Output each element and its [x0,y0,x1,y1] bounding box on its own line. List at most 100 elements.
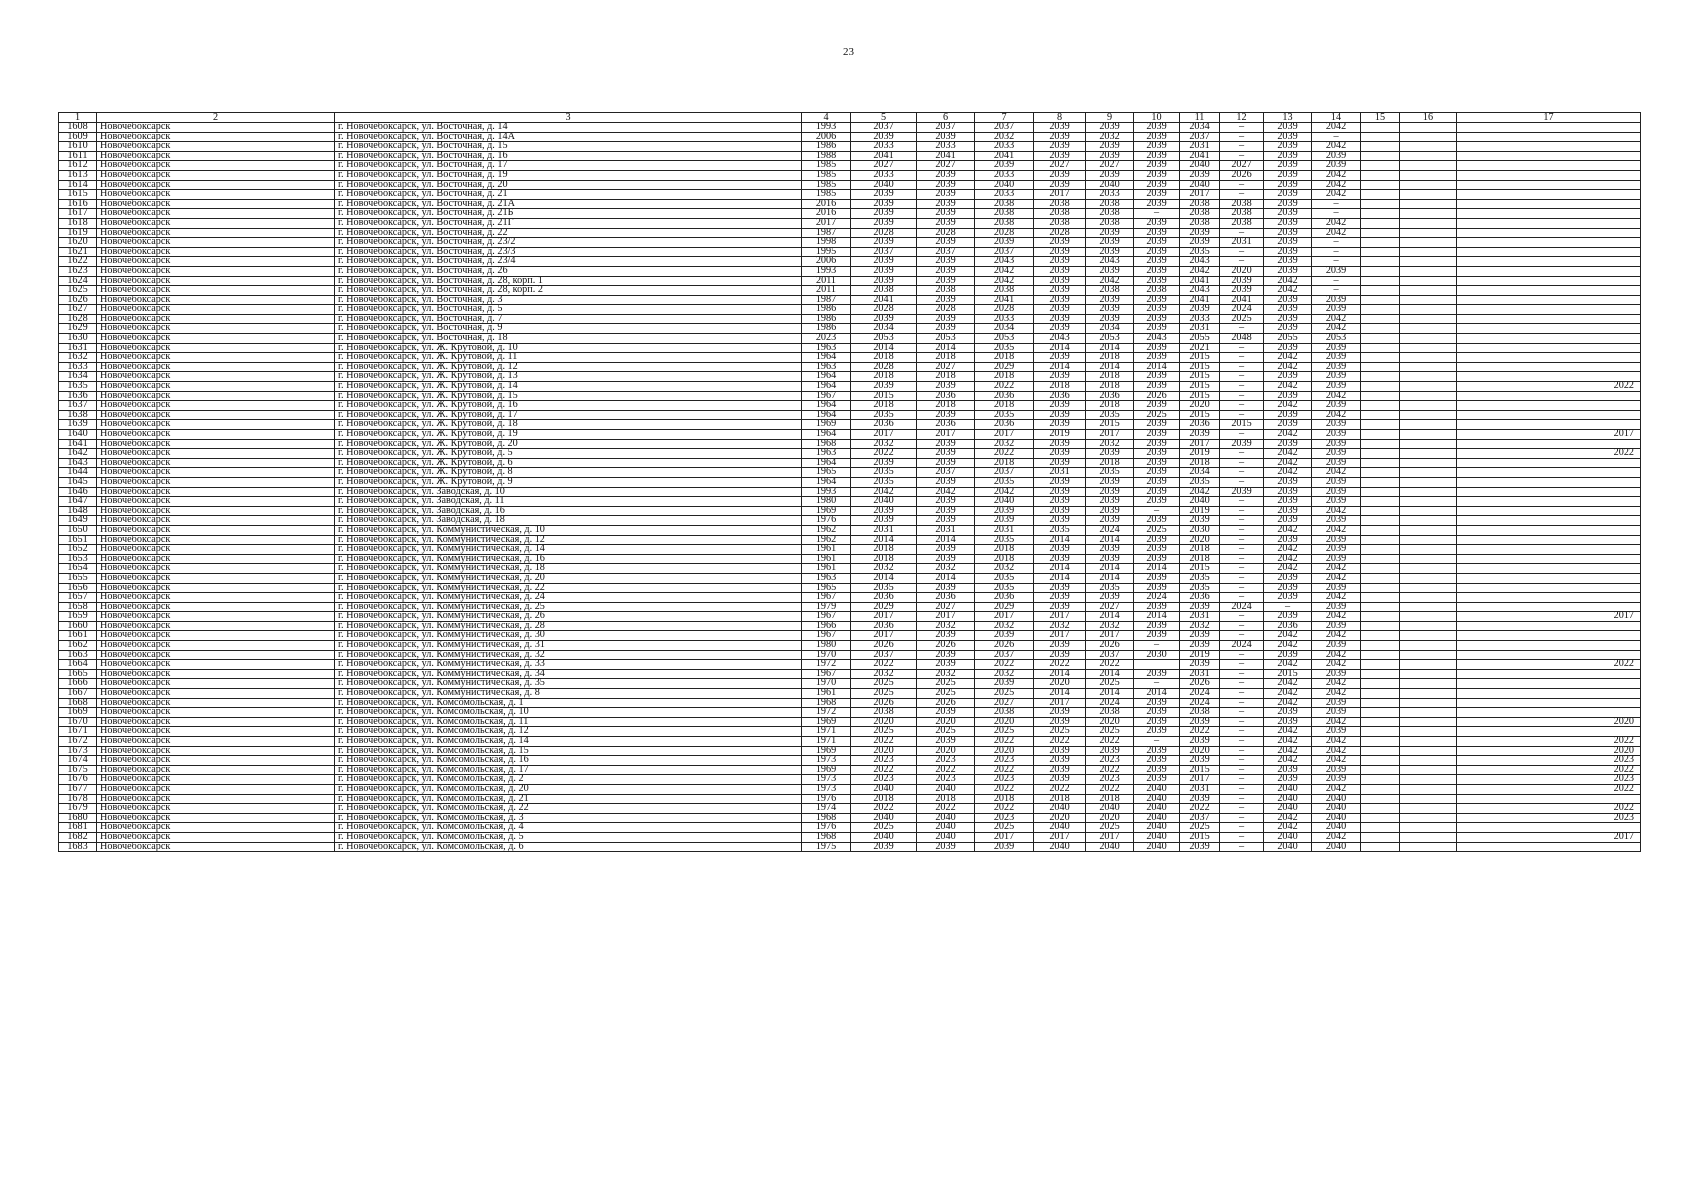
cell-year-built: 1986 [801,313,851,325]
cell-sewerage: 2039 [1133,745,1180,757]
cell-electricity: 2035 [1179,582,1220,594]
column-header-5: 5 [850,112,917,123]
cell-city: Новочебоксарск [96,812,335,824]
cell-address: г. Новочебоксарск, ул. Восточная, д. 9 [334,323,802,335]
cell-city: Новочебоксарск [96,726,335,737]
cell-city: Новочебоксарск [96,457,335,469]
cell-heating: 2014 [1033,342,1086,354]
cell-row-number: 1659 [58,611,97,622]
cell-col-17: 2022 [1456,736,1641,747]
cell-heating: 2039 [1033,275,1086,287]
cell-address: г. Новочебоксарск, ул. Восточная, д. 3 [334,294,802,306]
cell-electricity: 2019 [1179,649,1220,661]
cell-year-built: 1976 [801,822,851,833]
cell-gas: – [1219,496,1264,507]
cell-facade: 2020 [916,716,975,728]
cell-electricity: 2036 [1179,419,1220,430]
cell-col-16 [1399,390,1457,402]
cell-water-supply: 2033 [1085,189,1134,200]
cell-foundation: 2022 [974,736,1034,747]
cell-col-17 [1456,246,1641,258]
cell-facade: 2039 [916,313,975,325]
cell-foundation: 2038 [974,285,1034,296]
cell-gas: – [1219,736,1264,747]
cell-city: Новочебоксарск [96,265,335,277]
cell-col-17 [1456,534,1641,546]
cell-heating: 2039 [1033,169,1086,181]
cell-sewerage: 2039 [1133,553,1180,565]
cell-gas: – [1219,630,1264,642]
cell-row-number: 1682 [58,831,97,843]
cell-facade: 2039 [916,736,975,747]
cell-foundation: 2037 [974,467,1034,478]
cell-year-built: 1971 [801,726,851,737]
cell-elevator: 2039 [1263,774,1312,785]
cell-sewerage: 2039 [1133,467,1180,478]
page-number: 23 [843,46,854,58]
cell-row-number: 1679 [58,803,97,814]
cell-col-15 [1360,649,1400,661]
cell-address: г. Новочебоксарск, ул. Ж. Крутовой, д. 1… [334,390,802,402]
cell-col-16 [1399,736,1457,747]
cell-ventilation: 2042 [1311,688,1361,699]
cell-city: Новочебоксарск [96,505,335,517]
cell-water-supply: 2022 [1085,736,1134,747]
cell-year-built: 1974 [801,803,851,814]
cell-sewerage: 2039 [1133,534,1180,546]
cell-col-17: 2022 [1456,381,1641,392]
cell-sewerage: 2039 [1133,150,1180,162]
cell-ventilation: 2039 [1311,640,1361,651]
cell-water-supply: 2039 [1085,592,1134,603]
cell-col-16 [1399,198,1457,210]
cell-roof: 2026 [850,640,917,651]
cell-ventilation: 2042 [1311,563,1361,574]
cell-city: Новочебоксарск [96,553,335,565]
cell-gas: 2015 [1219,419,1264,430]
cell-city: Новочебоксарск [96,141,335,152]
cell-row-number: 1678 [58,793,97,805]
cell-address: г. Новочебоксарск, ул. Комсомольская, д.… [334,831,802,843]
cell-electricity: 2018 [1179,457,1220,469]
cell-water-supply: 2039 [1085,496,1134,507]
cell-col-17 [1456,198,1641,210]
cell-roof: 2015 [850,390,917,402]
cell-col-17: 2017 [1456,831,1641,843]
cell-col-17 [1456,169,1641,181]
cell-roof: 2018 [850,352,917,363]
cell-elevator: 2039 [1263,227,1312,239]
cell-ventilation: 2042 [1311,179,1361,191]
cell-water-supply: 2020 [1085,812,1134,824]
cell-electricity: 2040 [1179,160,1220,171]
cell-col-16 [1399,265,1457,277]
cell-foundation: 2035 [974,534,1034,546]
cell-sewerage: 2039 [1133,122,1180,133]
cell-electricity: 2022 [1179,726,1220,737]
cell-ventilation: 2039 [1311,707,1361,718]
cell-elevator: 2039 [1263,505,1312,517]
cell-foundation: 2031 [974,524,1034,536]
cell-city: Новочебоксарск [96,313,335,325]
cell-ventilation: 2042 [1311,323,1361,335]
cell-year-built: 1964 [801,409,851,421]
cell-gas: – [1219,563,1264,574]
cell-col-17 [1456,822,1641,833]
cell-electricity: 2021 [1179,342,1220,354]
cell-col-17 [1456,486,1641,498]
cell-facade: 2039 [916,659,975,670]
cell-col-15 [1360,342,1400,354]
cell-sewerage: 2039 [1133,256,1180,267]
cell-address: г. Новочебоксарск, ул. Ж. Крутовой, д. 1… [334,342,802,354]
cell-col-17: 2023 [1456,755,1641,766]
cell-gas: – [1219,150,1264,162]
cell-water-supply: 2039 [1085,141,1134,152]
cell-col-17 [1456,352,1641,363]
